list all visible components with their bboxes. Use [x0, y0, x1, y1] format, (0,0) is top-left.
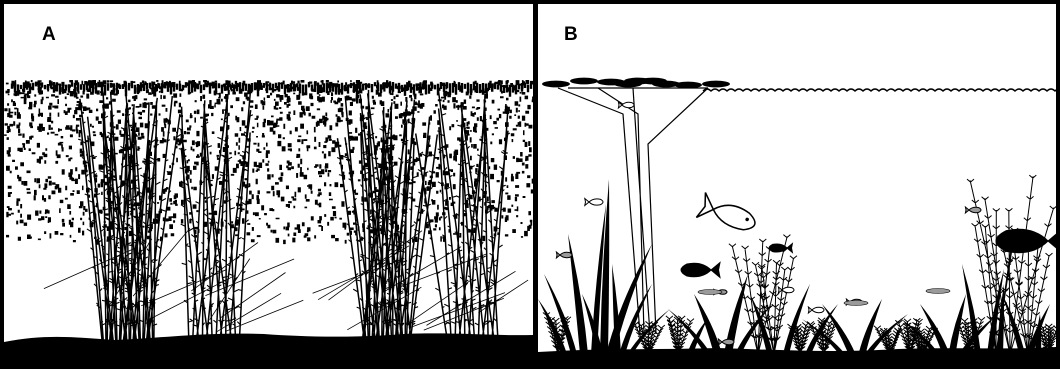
water-surface-icon: [703, 89, 1056, 91]
dense-canopy-icon: [4, 80, 533, 245]
panel-a-illustration: [4, 4, 533, 365]
panel-b: B: [538, 4, 1056, 365]
sediment-icon: [4, 333, 533, 365]
sediment-icon: [538, 347, 1056, 365]
panel-b-illustration: [538, 4, 1056, 365]
panel-a: A: [4, 4, 533, 365]
floating-leaf-icon: [542, 78, 730, 334]
